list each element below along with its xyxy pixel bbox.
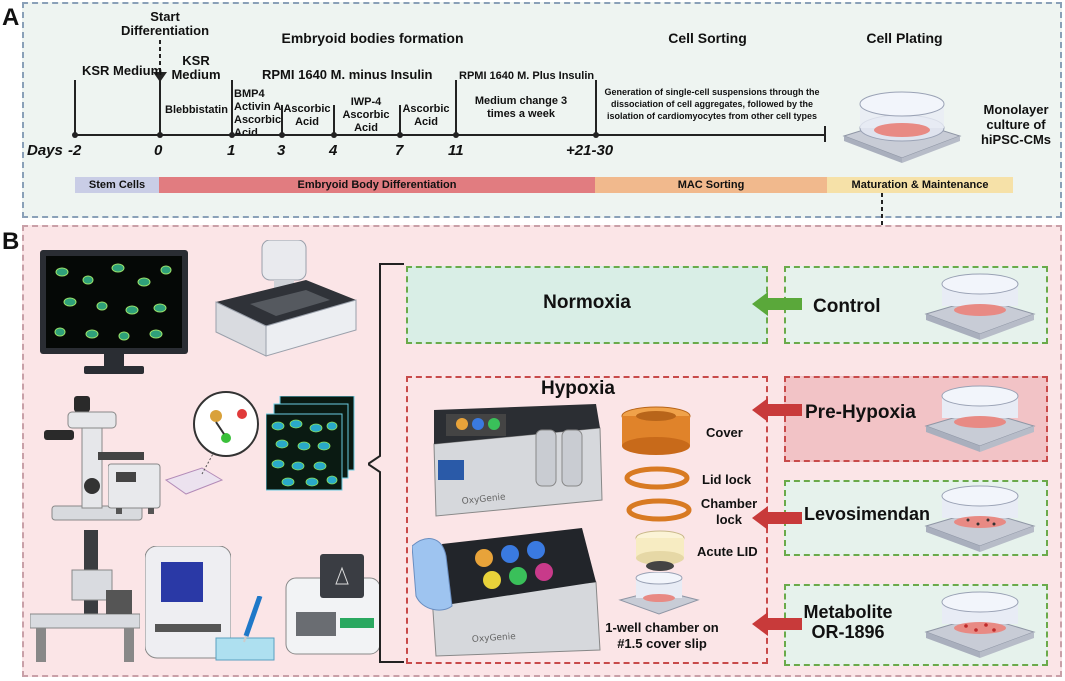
pre-hypoxia-label: Pre-Hypoxia [805, 402, 916, 423]
panel-a-label: A [2, 4, 20, 31]
oxygenie-device-icon: OxyGenie [433, 404, 603, 517]
tick-11: 11 [448, 142, 464, 159]
levosimendan-label: Levosimendan [804, 504, 931, 524]
chamber-lock-label: Chamber lock [700, 496, 758, 527]
plate-reader-icon [145, 546, 231, 659]
lid-lock-part-icon [624, 466, 690, 490]
control-label: Control [813, 296, 881, 317]
sorting-description: Generation of single-cell suspensions th… [604, 87, 820, 121]
start-differentiation-label: Start Differentiation [120, 9, 210, 38]
dish-metabolite-icon [924, 591, 1036, 658]
dish-levosimendan-icon [924, 485, 1036, 552]
phase-mac-sorting: MAC Sorting [595, 177, 827, 193]
well-chamber-label: 1-well chamber on #1.5 cover slip [605, 620, 719, 651]
cell-sorting-header: Cell Sorting [668, 30, 747, 46]
acute-lid-part-icon [635, 530, 685, 571]
ascorbic-acid-2: Ascorbic Acid [402, 103, 450, 128]
green-arrow-icon [752, 292, 802, 316]
microscope-icon [44, 396, 144, 521]
iwp4-label: IWP-4 Ascorbic Acid [342, 96, 390, 134]
red-arrow-metabolite-icon [752, 612, 802, 636]
confocal-microscope-icon [30, 530, 140, 662]
phase-stem-cells-fill: Stem Cells [88, 179, 146, 191]
phase-maturation: Maturation & Maintenance [827, 177, 1013, 193]
panel-b-label: B [2, 228, 20, 255]
start-arrow [153, 40, 167, 82]
eb-formation-header: Embryoid bodies formation [281, 30, 464, 46]
cell-plating-header: Cell Plating [866, 30, 943, 46]
hypoxia-label: Hypoxia [541, 378, 615, 399]
device-brand-1: OxyGenie [461, 492, 506, 507]
ksr-medium-1: KSR Medium [82, 63, 163, 78]
tick-3: 3 [277, 142, 286, 159]
cover-label: Cover [706, 425, 743, 440]
chamber-lock-part-icon [626, 498, 692, 522]
lid-lock-label: Lid lock [702, 472, 752, 487]
red-arrow-pre-hypoxia-icon [752, 398, 802, 422]
phase-stem-cells: Stem Cells [75, 177, 159, 193]
tick-7: 7 [395, 142, 404, 159]
slide-zoom-icon [164, 391, 259, 495]
image-stack-icon [266, 396, 355, 491]
device-brand-2: OxyGenie [472, 632, 517, 645]
rpmi-minus-insulin: RPMI 1640 M. minus Insulin [262, 67, 433, 82]
tick-1: 1 [227, 142, 236, 159]
monolayer-label: Monolayer culture of hiPSC-CMs [980, 102, 1052, 147]
oxygenie-device-open-icon: OxyGenie [412, 528, 601, 657]
dish-pre-hypoxia-icon [924, 385, 1036, 452]
metabolite-label: Metabolite OR-1896 [803, 602, 893, 642]
normoxia-label: Normoxia [543, 292, 631, 313]
imaging-system-icon [215, 240, 357, 357]
well-chamber-part-icon [618, 572, 700, 615]
controller-box-icon [108, 463, 161, 514]
tick-21-30: +21-30 [566, 142, 614, 159]
red-arrow-levosimendan-icon [752, 506, 802, 530]
culture-dish-icon [842, 91, 962, 163]
monitor-icon [40, 250, 188, 374]
tick-4: 4 [329, 142, 338, 159]
rpmi-plus-insulin: RPMI 1640 M. Plus Insulin [459, 70, 595, 82]
tick-m2: -2 [68, 142, 82, 159]
normoxia-box [406, 266, 768, 344]
cover-part-icon [621, 406, 691, 455]
tick-0: 0 [154, 142, 163, 159]
dish-control-icon [924, 273, 1036, 340]
phase-eb-differentiation: Embryoid Body Differentiation [159, 177, 595, 193]
pipette-plate-icon [215, 596, 275, 661]
medium-change-label: Medium change 3 times a week [474, 95, 568, 120]
blebbistatin-label: Blebbistatin [165, 104, 228, 116]
ksr-medium-2: KSR Medium [171, 53, 221, 82]
pcr-machine-icon [285, 554, 381, 655]
acute-lid-label: Acute LID [697, 544, 758, 559]
timeline [72, 80, 826, 142]
days-label: Days [27, 142, 63, 159]
ascorbic-acid-1: Ascorbic Acid [283, 103, 331, 128]
bracket [368, 263, 404, 663]
